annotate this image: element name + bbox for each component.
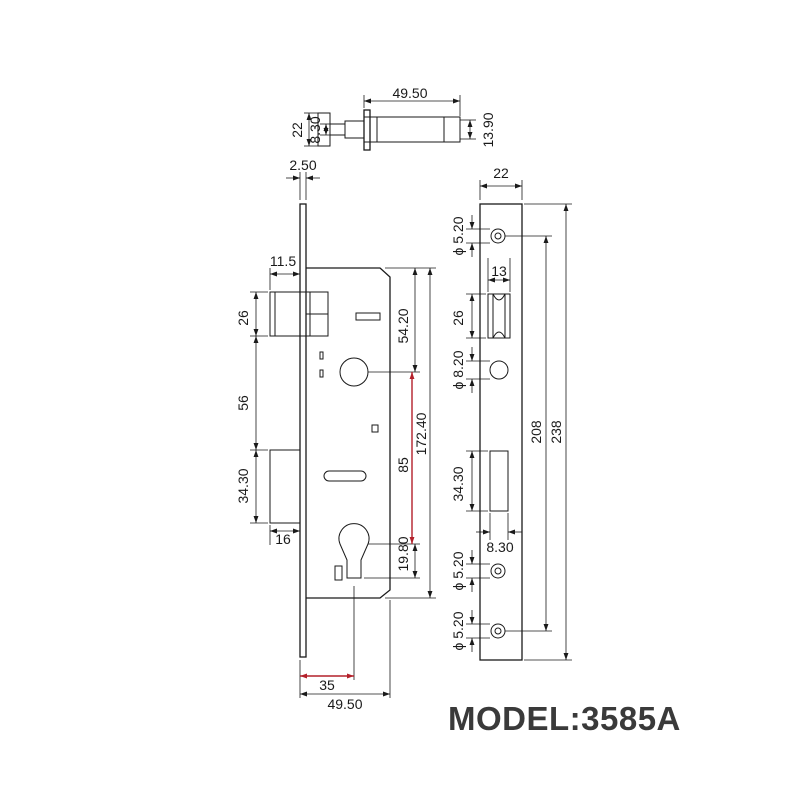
dim-backset: 35 xyxy=(319,677,335,693)
dim-screw-top: ϕ 5.20 xyxy=(450,216,466,255)
dim-screw-bottom: ϕ 5.20 xyxy=(450,611,466,650)
dim-bolt-offset: 13.90 xyxy=(480,112,496,147)
faceplate-front-view xyxy=(466,180,572,661)
dim-latch-window-width: 13 xyxy=(491,263,507,279)
lock-body-side-view xyxy=(250,172,436,698)
dim-top-to-spindle: 54.20 xyxy=(395,308,411,343)
dim-screw-spacing: 208 xyxy=(528,420,544,444)
dim-case-depth: 49.50 xyxy=(327,696,362,712)
dim-bolt-window-height: 34.30 xyxy=(450,466,466,501)
dim-bolt-window-width: 8.30 xyxy=(486,539,513,555)
dim-bolt-throw-depth: 16 xyxy=(275,531,291,547)
dim-case-height: 172.40 xyxy=(413,412,429,455)
dim-latch-to-bolt: 56 xyxy=(235,395,251,411)
dim-faceplate-thickness: 2.50 xyxy=(289,157,316,173)
dim-strike-width: 22 xyxy=(493,165,509,181)
dim-latch-window-height: 26 xyxy=(450,310,466,326)
dim-strike-length: 238 xyxy=(548,420,564,444)
dim-bolt-length: 49.50 xyxy=(392,85,427,101)
dim-bolt-throw-height: 34.30 xyxy=(235,468,251,503)
model-label: MODEL:3585A xyxy=(448,700,681,737)
dim-screw-mid: ϕ 5.20 xyxy=(450,551,466,590)
dim-cyl-to-bottom: 19.80 xyxy=(395,536,411,571)
dim-bolt-inner: 8.30 xyxy=(307,116,323,143)
dim-roller-hole: ϕ 8.20 xyxy=(450,350,466,389)
dim-bolt-height: 22 xyxy=(289,122,305,138)
dim-latch-height: 26 xyxy=(235,310,251,326)
bolt-top-view xyxy=(304,95,476,151)
dim-latch-depth: 11.5 xyxy=(270,253,296,269)
dim-center-distance: 85 xyxy=(395,457,411,473)
